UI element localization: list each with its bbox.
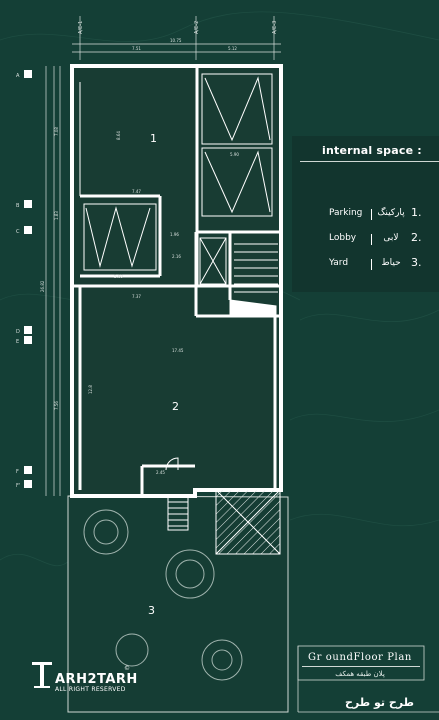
axis-label: A/E-3 bbox=[272, 21, 278, 34]
dimension-text: 26.82 bbox=[40, 280, 45, 292]
dimension-text: 2.45 bbox=[156, 470, 165, 475]
brand-rights: ALL RIGHT RESERVED bbox=[55, 686, 126, 693]
tree-icons bbox=[83, 509, 243, 681]
sheet-title: Gr oundFloor Plan bbox=[308, 652, 412, 663]
axis-letter: C bbox=[16, 229, 20, 235]
sheet-subtitle: پلان طبقه همکف bbox=[335, 670, 385, 678]
legend-panel bbox=[292, 136, 439, 292]
legend-item-number: 3. bbox=[411, 256, 422, 269]
building-footprint bbox=[70, 64, 283, 498]
legend-divider bbox=[300, 161, 439, 162]
axis-letter: D bbox=[16, 329, 20, 335]
axis-letter: F' bbox=[16, 483, 20, 489]
dimension-text: 1.96 bbox=[170, 232, 179, 237]
dimension-text: 7.51 bbox=[132, 46, 141, 51]
entry-stair bbox=[165, 457, 189, 531]
legend-item-number: 1. bbox=[411, 206, 422, 219]
legend-separator bbox=[371, 259, 372, 270]
legend-item: Lobby لابی 2. bbox=[300, 231, 436, 247]
legend-item-number: 2. bbox=[411, 231, 422, 244]
dimension-text: 5.90 bbox=[230, 152, 239, 157]
room-label: 1 bbox=[150, 132, 157, 145]
legend-separator bbox=[371, 234, 372, 245]
stair-core bbox=[199, 237, 278, 317]
room-label: 2 bbox=[172, 400, 179, 413]
legend-item-en: Parking bbox=[329, 208, 363, 218]
brand-logo-text: ARH2TARH bbox=[55, 672, 138, 687]
dimension-text: 5.12 bbox=[228, 46, 237, 51]
brand-name-fa: طرح تو طرح bbox=[345, 696, 414, 709]
axis-letter: E bbox=[16, 339, 19, 345]
axis-label: A/E-1 bbox=[78, 21, 84, 34]
brand-registered-mark: © bbox=[124, 665, 130, 672]
legend-title: internal space : bbox=[322, 144, 422, 157]
axis-letter: B bbox=[16, 203, 20, 209]
stair-steps bbox=[234, 243, 278, 293]
legend-item: Yard حیاط 3. bbox=[300, 256, 436, 272]
dimension-text: 5.60 bbox=[114, 274, 123, 279]
dimension-text: 12.8 bbox=[88, 385, 93, 394]
axis-letter: A bbox=[16, 73, 20, 79]
dimension-text: 7.56 bbox=[54, 401, 59, 410]
room-label: 3 bbox=[148, 604, 155, 617]
legend-item-fa: پارکینگ bbox=[377, 208, 405, 218]
dimension-text: 10.75 bbox=[170, 38, 182, 43]
dimension-text: 1.83 bbox=[54, 211, 59, 220]
left-axis-markers bbox=[24, 70, 32, 488]
legend-item-en: Yard bbox=[329, 258, 349, 268]
internal-walls bbox=[72, 66, 281, 496]
axis-letter: F bbox=[16, 469, 19, 475]
sheet-title-divider bbox=[302, 666, 420, 667]
legend-item-fa: حیاط bbox=[381, 258, 401, 268]
dimension-text: 7.47 bbox=[132, 189, 141, 194]
parking-stalls bbox=[79, 73, 273, 271]
dimension-lines bbox=[45, 16, 281, 496]
dimension-text: 17.45 bbox=[172, 348, 184, 353]
legend-item: Parking پارکینگ 1. bbox=[300, 206, 436, 222]
dimension-text: 2.16 bbox=[172, 254, 181, 259]
legend-item-en: Lobby bbox=[329, 233, 357, 243]
dimension-text: 8.64 bbox=[116, 131, 121, 140]
brand-logo-icon bbox=[32, 662, 52, 688]
legend-item-fa: لابی bbox=[383, 233, 399, 243]
legend-separator bbox=[371, 209, 372, 220]
dimension-text: 7.08 bbox=[54, 127, 59, 136]
dimension-text: 7.37 bbox=[132, 294, 141, 299]
axis-label: A/E-2 bbox=[194, 21, 200, 34]
